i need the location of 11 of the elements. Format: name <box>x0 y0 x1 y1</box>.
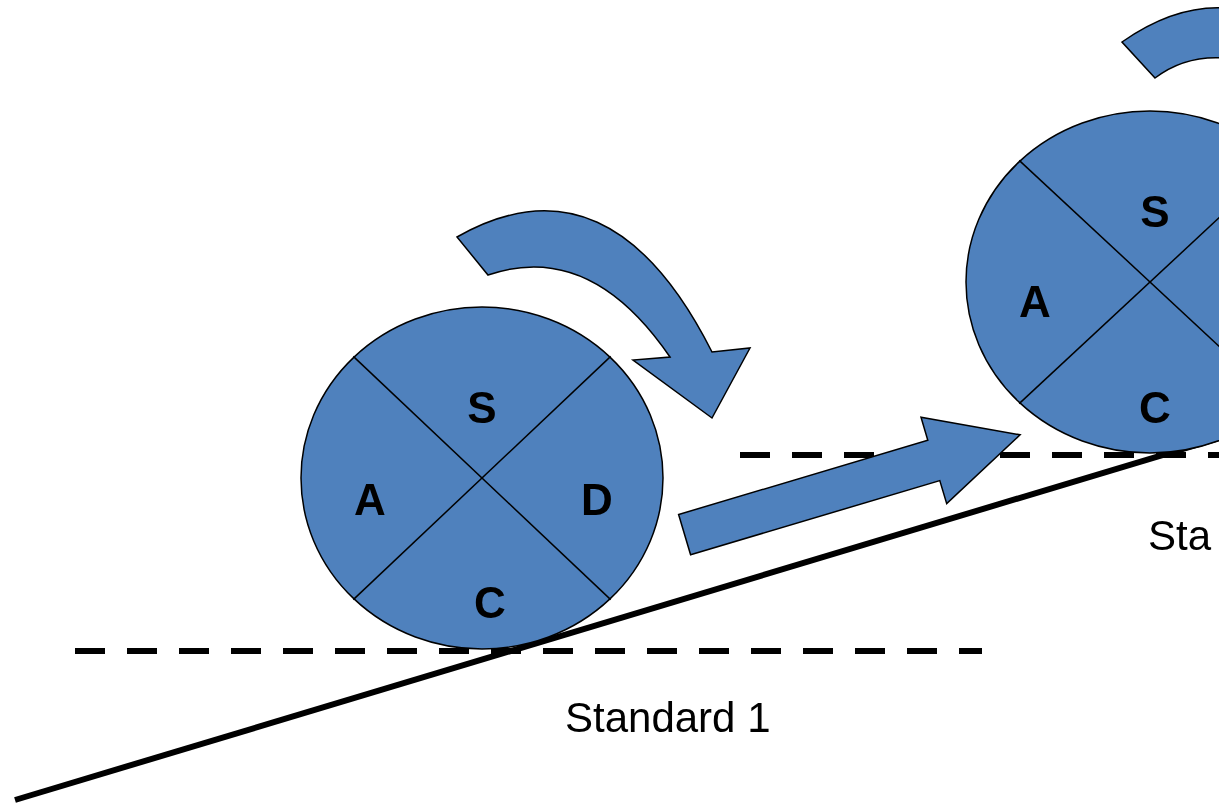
quadrant-letter: D <box>581 478 613 522</box>
block-arrow <box>677 416 1022 556</box>
quadrant-letter: C <box>474 581 506 625</box>
quadrant-letter: S <box>467 386 497 430</box>
quadrant-letter: C <box>1139 386 1171 430</box>
standard-label: Sta <box>1148 515 1212 557</box>
quadrant-letter: A <box>354 478 386 522</box>
quadrant-letter: A <box>1019 280 1051 324</box>
cycle-wheel <box>300 306 664 650</box>
standard-label: Standard 1 <box>565 697 771 739</box>
quadrant-letter: S <box>1140 190 1170 234</box>
